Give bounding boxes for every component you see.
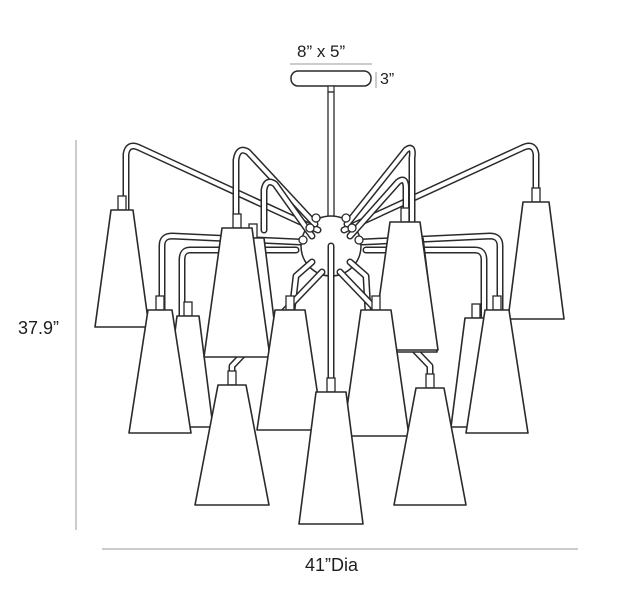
- shade-socket-11: [285, 295, 295, 311]
- canopy-height-label: 3”: [380, 71, 395, 88]
- arm-socket-5: [341, 213, 351, 223]
- shade-socket-15: [326, 377, 336, 393]
- arm-10-inner: [364, 248, 486, 318]
- shade-13: [194, 384, 270, 506]
- shade-socket-9: [232, 213, 242, 229]
- arm-socket-2: [311, 213, 321, 223]
- shade-socket-1: [117, 195, 127, 211]
- shade-socket-2: [531, 187, 541, 203]
- arm-6-inner: [348, 178, 408, 238]
- shade-socket-8: [492, 295, 502, 311]
- shade-socket-10: [400, 207, 410, 223]
- shade-socket-12: [371, 295, 381, 311]
- shade-socket-13: [227, 370, 237, 386]
- shade-socket-7: [155, 295, 165, 311]
- shade-socket-5: [183, 301, 193, 317]
- arm-socket-1: [305, 223, 315, 233]
- arm-9-inner: [360, 234, 502, 314]
- arm-7-inner: [160, 234, 302, 314]
- canopy-size-label: 8” x 5”: [297, 42, 346, 61]
- shade-15: [298, 391, 364, 525]
- arm-socket-4: [347, 223, 357, 233]
- center-stem: [327, 91, 335, 221]
- arm-2-inner: [234, 148, 317, 234]
- arm-1-inner: [124, 144, 320, 232]
- arm-socket-3: [298, 235, 308, 245]
- shade-7: [128, 309, 192, 434]
- shade-socket-14: [425, 373, 435, 389]
- shade-1: [94, 209, 150, 328]
- canopy-collar: [327, 85, 335, 93]
- arm-8-inner: [180, 248, 298, 318]
- arm-socket-6: [354, 235, 364, 245]
- overall-diameter-label: 41”Dia: [305, 555, 359, 575]
- canopy: [290, 70, 372, 87]
- chandelier-shades: [94, 187, 565, 525]
- chandelier-arms: [122, 70, 540, 396]
- dimension-lines: [75, 63, 578, 550]
- arm-3-inner: [262, 180, 314, 238]
- shade-socket-6: [471, 303, 481, 319]
- shade-2: [507, 201, 565, 320]
- arm-4-inner: [342, 144, 538, 232]
- shade-8: [465, 309, 529, 434]
- arm-5-inner: [345, 146, 415, 227]
- shade-14: [393, 387, 467, 506]
- overall-height-label: 37.9”: [18, 318, 60, 338]
